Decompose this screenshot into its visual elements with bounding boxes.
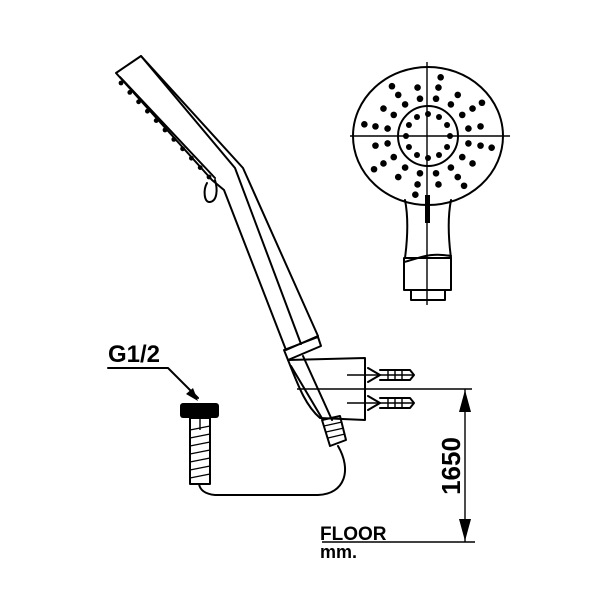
nozzle-dot: [412, 191, 419, 198]
side-nozzle: [180, 146, 186, 152]
nozzle-dot: [454, 91, 462, 99]
height-dimension: 1650: [297, 388, 475, 543]
nozzle-dot: [444, 122, 451, 128]
nozzle-dot: [435, 84, 442, 91]
connection-nut: [410, 289, 446, 301]
wall-anchor-lower: [347, 395, 415, 411]
wall-connector: [180, 403, 219, 485]
nozzle-dot: [405, 144, 412, 150]
nozzle-dot: [401, 101, 409, 108]
spray-trigger: [203, 179, 218, 203]
nozzle-dot: [384, 125, 391, 132]
thread-size-label: G1/2: [108, 341, 160, 368]
nozzle-dot: [469, 105, 476, 112]
nozzle-dot: [477, 142, 484, 149]
spray-nozzles: [361, 74, 495, 198]
nozzle-dot: [390, 153, 398, 161]
hose-nut: [321, 415, 347, 447]
nozzle-dot: [390, 111, 398, 119]
nozzle-dot: [436, 152, 442, 159]
nozzle-dot: [432, 169, 440, 177]
height-value: 1650: [436, 437, 466, 495]
side-nozzle: [206, 174, 212, 180]
nozzle-dot: [380, 105, 387, 112]
side-nozzle: [153, 118, 159, 123]
nozzle-dot: [444, 144, 451, 150]
side-nozzle: [145, 108, 150, 114]
side-nozzle: [127, 90, 133, 95]
hand-shower-side-view: [115, 55, 322, 361]
nozzle-dot: [447, 101, 455, 108]
nozzle-dot: [447, 164, 455, 171]
nozzle-dot: [380, 160, 387, 167]
nozzle-dot: [465, 140, 472, 147]
nozzle-dot: [394, 91, 402, 99]
nozzle-dot: [416, 95, 424, 103]
nozzle-dot: [437, 74, 444, 81]
nozzle-dot: [432, 95, 440, 103]
nozzle-dot: [454, 173, 462, 181]
centerlines: [350, 62, 510, 305]
nozzle-dot: [465, 125, 472, 132]
handle-collar: [283, 336, 322, 361]
unit-label: mm.: [320, 542, 357, 562]
side-nozzle: [197, 165, 203, 171]
wall-bracket: [287, 355, 415, 421]
nozzle-dot: [370, 165, 378, 173]
shower-hose: [198, 415, 347, 496]
nozzle-dot: [414, 84, 421, 91]
nozzle-dot: [425, 155, 431, 161]
nozzle-dot: [458, 111, 466, 119]
nozzle-dot: [435, 181, 442, 188]
hand-shower-front-view: [350, 62, 510, 305]
nozzle-dot: [416, 169, 424, 177]
nozzle-dot: [414, 152, 420, 159]
nozzle-dot: [401, 164, 409, 171]
nozzle-dot: [405, 122, 412, 128]
side-nozzle: [136, 99, 142, 105]
nozzle-dot: [469, 160, 476, 167]
side-nozzle: [118, 80, 124, 86]
thread-leader-line: [107, 367, 199, 399]
leader-arrowhead: [186, 388, 198, 401]
nozzle-dot: [477, 123, 484, 130]
nozzle-dot: [372, 142, 379, 149]
nozzle-dot: [372, 123, 379, 130]
side-nozzle: [189, 155, 194, 161]
nozzle-dot: [394, 173, 402, 181]
nozzle-dot: [436, 113, 442, 120]
nozzle-dot: [425, 111, 431, 117]
wall-anchor-upper: [347, 367, 415, 383]
nozzle-dot: [478, 99, 486, 107]
nozzle-dot: [488, 144, 495, 151]
nozzle-dot: [414, 181, 421, 188]
side-nozzle: [171, 137, 177, 142]
nozzle-dot: [361, 121, 368, 128]
nozzle-dot: [460, 182, 468, 190]
nozzle-dot: [388, 82, 396, 90]
nozzle-dot: [458, 153, 466, 161]
side-nozzle: [162, 127, 168, 133]
nozzle-dot: [384, 140, 391, 147]
nozzle-dot: [414, 113, 420, 120]
side-nozzles: [118, 80, 212, 180]
floor-label: FLOOR: [320, 524, 387, 545]
